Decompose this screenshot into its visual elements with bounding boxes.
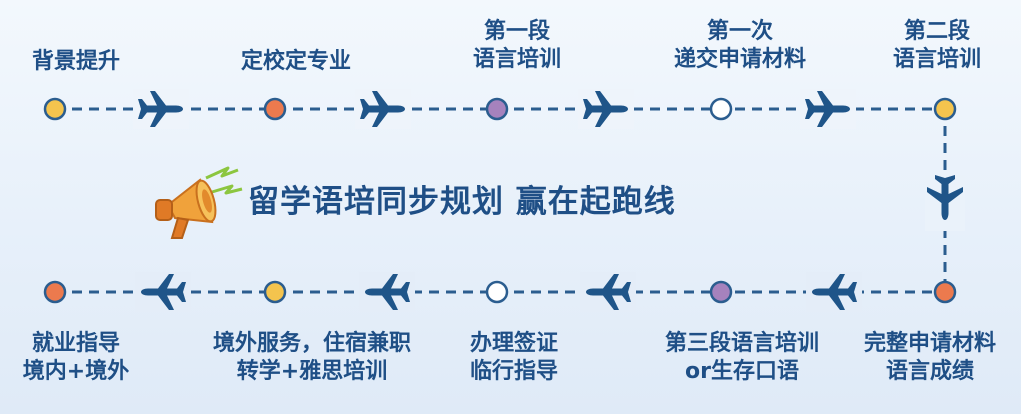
step-label-line2: 语言培训 [892, 47, 982, 72]
step-label-overseas-services: 境外服务，住宿兼职 转学+雅思培训 [213, 330, 411, 386]
airplane-icon [578, 89, 634, 129]
step-label-line2: 转学+雅思培训 [236, 359, 388, 384]
step-label-background-upgrade: 背景提升 [32, 48, 120, 76]
airplane-icon [355, 89, 411, 129]
step-label-line1: 境外服务，住宿兼职 [212, 331, 412, 356]
headline: 留学语培同步规划 赢在起跑线 [248, 184, 676, 220]
step-label-line2: 临行指导 [469, 359, 559, 384]
step-dot [709, 97, 733, 121]
step-dot [709, 280, 733, 304]
step-label-line1: 完整申请材料 [863, 331, 997, 356]
step-dot [933, 97, 957, 121]
step-dot [933, 280, 957, 304]
step-label-language-stage-2: 第二段 语言培训 [893, 18, 981, 74]
step-label-language-stage-3: 第三段语言培训 or生存口语 [665, 330, 819, 386]
step-label-line2: 语言培训 [472, 47, 562, 72]
step-label-line1: 第一段 [483, 19, 551, 44]
step-dot [485, 280, 509, 304]
airplane-icon [135, 272, 191, 312]
step-label-complete-materials: 完整申请材料 语言成绩 [864, 330, 996, 386]
step-label-line2: 语言成绩 [885, 359, 975, 384]
airplane-icon [925, 175, 965, 231]
airplane-icon [133, 89, 189, 129]
step-label-language-stage-1: 第一段 语言培训 [473, 18, 561, 74]
step-dot [263, 97, 287, 121]
airplane-icon [800, 89, 856, 129]
step-label-line1: 背景提升 [31, 49, 121, 74]
step-label-line1: 办理签证 [469, 331, 559, 356]
step-dot [485, 97, 509, 121]
step-label-line1: 定校定专业 [240, 49, 352, 74]
airplane-icon [806, 272, 862, 312]
airplane-icon [580, 272, 636, 312]
step-label-school-major: 定校定专业 [241, 48, 351, 76]
step-dot [43, 280, 67, 304]
step-label-line1: 第一次 [706, 19, 774, 44]
step-dot [43, 97, 67, 121]
step-label-line1: 第二段 [903, 19, 971, 44]
megaphone-icon [155, 166, 243, 239]
step-label-line1: 就业指导 [31, 331, 120, 356]
step-label-career-guidance: 就业指导 境内+境外 [23, 330, 129, 386]
step-label-visa: 办理签证 临行指导 [470, 330, 558, 386]
step-label-first-application: 第一次 递交申请材料 [674, 18, 806, 74]
step-label-line2: 递交申请材料 [673, 47, 807, 72]
step-dot [263, 280, 287, 304]
step-label-line2: 境内+境外 [22, 359, 130, 384]
step-label-line2: or生存口语 [685, 359, 799, 384]
step-label-line1: 第三段语言培训 [664, 331, 820, 356]
airplane-icon [359, 272, 415, 312]
